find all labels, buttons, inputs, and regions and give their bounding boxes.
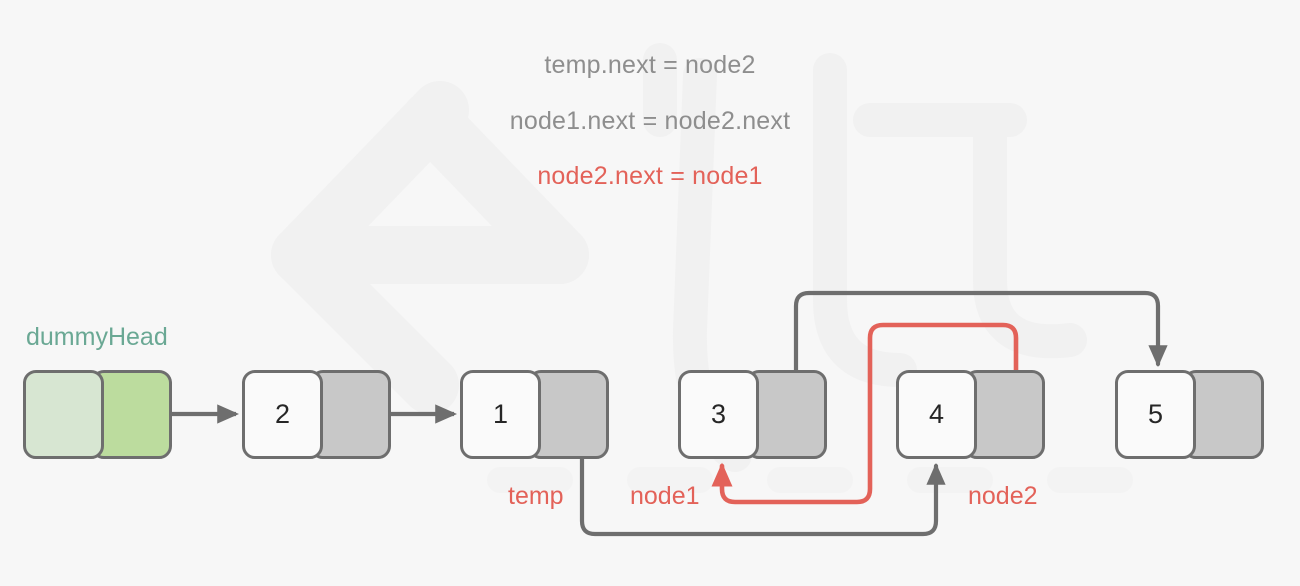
label-dummy-head: dummyHead — [26, 323, 168, 351]
node-value-cell: 1 — [460, 370, 541, 459]
node-value-cell — [23, 370, 104, 459]
code-line-1: temp.next = node2 — [544, 51, 756, 79]
node-5: 5 — [1115, 370, 1264, 459]
node-value-cell: 3 — [678, 370, 759, 459]
node-value-cell: 4 — [896, 370, 977, 459]
node-2: 2 — [242, 370, 391, 459]
code-line-2: node1.next = node2.next — [509, 107, 791, 135]
node-value-cell: 2 — [242, 370, 323, 459]
node-value-cell: 5 — [1115, 370, 1196, 459]
label-node1: node1 — [630, 482, 700, 510]
node-4: 4 — [896, 370, 1045, 459]
node-3: 3 — [678, 370, 827, 459]
label-node2: node2 — [968, 482, 1038, 510]
label-temp: temp — [508, 482, 564, 510]
node-1: 1 — [460, 370, 609, 459]
node-dummy-head — [23, 370, 172, 459]
code-line-3: node2.next = node1 — [537, 162, 763, 190]
